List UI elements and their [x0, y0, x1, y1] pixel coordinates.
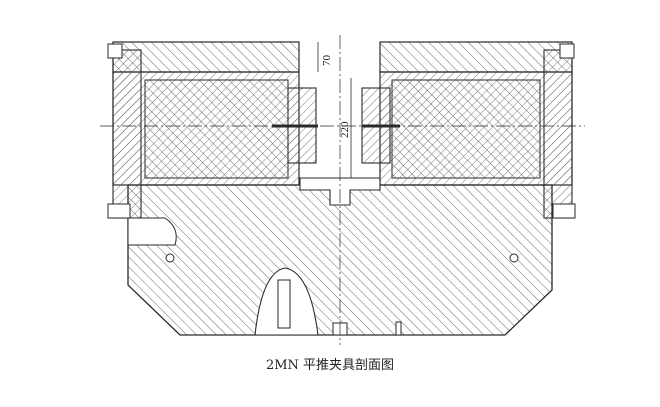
left-recess [127, 217, 177, 246]
dim-220-label: 220 [339, 121, 351, 138]
top-plate-left [112, 41, 300, 73]
right-bore [391, 79, 541, 179]
top-plate-right [379, 41, 573, 73]
dim-70-label: 70 [321, 55, 333, 67]
corner-bolt-tr [559, 43, 575, 59]
bottom-pin-right [395, 321, 402, 336]
bolt-hole-left [165, 253, 175, 263]
figure-caption: 2MN 平推夹具剖面图 [265, 358, 395, 373]
bolt-hole-right [509, 253, 519, 263]
lower-bolt [277, 279, 291, 329]
corner-bolt-bl [107, 203, 131, 219]
corner-bolt-br [552, 203, 576, 219]
corner-bolt-tl [107, 43, 123, 59]
left-bore [144, 79, 289, 179]
